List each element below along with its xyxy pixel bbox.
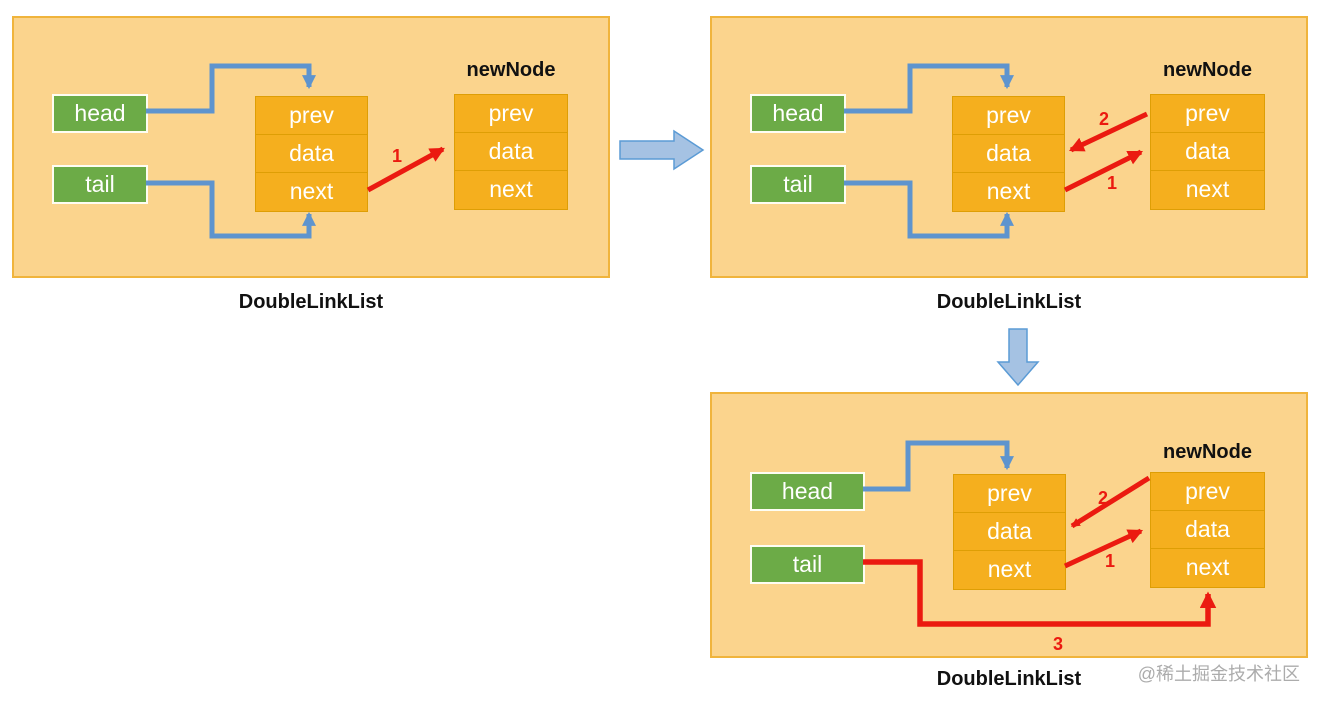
- new-node: prev data next: [454, 94, 568, 210]
- head-label: head: [74, 100, 126, 126]
- panel1-caption: DoubleLinkList: [238, 291, 384, 313]
- list-node: prev data next: [952, 96, 1065, 212]
- head-label: head: [781, 478, 834, 504]
- node-cell-prev: prev: [256, 97, 367, 135]
- head-pointer-box: head: [750, 94, 846, 133]
- head-pointer-box: head: [750, 472, 865, 511]
- new-node-cell-prev: prev: [455, 95, 567, 133]
- new-node-cell-prev: prev: [1151, 95, 1264, 133]
- new-node-cell-prev: prev: [1151, 473, 1264, 511]
- new-node-cell-next: next: [489, 176, 533, 202]
- panel-step3: head tail prev data next newNode prev da…: [710, 392, 1308, 658]
- new-node-title: newNode: [1163, 441, 1252, 463]
- node-cell-data: data: [953, 135, 1064, 173]
- tail-label: tail: [783, 171, 813, 197]
- panel-step1: head tail prev data next newNode prev da…: [12, 16, 610, 278]
- new-node-cell-next: next: [1185, 176, 1230, 202]
- watermark: @稀土掘金技术社区: [1137, 664, 1300, 684]
- new-node-cell-data: data: [1151, 133, 1264, 171]
- head-label: head: [772, 100, 824, 126]
- new-node: prev data next: [1150, 472, 1265, 588]
- new-node-cell-data: data: [1151, 511, 1264, 549]
- tail-label: tail: [792, 551, 823, 577]
- node-cell-prev: prev: [954, 475, 1065, 513]
- node-cell-next: next: [987, 556, 1032, 582]
- transition-arrow-right-icon: [619, 129, 705, 171]
- panel3-caption: DoubleLinkList: [936, 668, 1082, 690]
- node-cell-next: next: [289, 178, 334, 204]
- head-pointer-box: head: [52, 94, 148, 133]
- new-node-title: newNode: [1163, 59, 1252, 81]
- panel2-caption: DoubleLinkList: [936, 291, 1082, 313]
- tail-pointer-box: tail: [750, 545, 865, 584]
- transition-arrow-down-icon: [996, 328, 1040, 387]
- node-cell-data: data: [256, 135, 367, 173]
- list-node: prev data next: [953, 474, 1066, 590]
- tail-pointer-box: tail: [750, 165, 846, 204]
- node-cell-next: next: [986, 178, 1031, 204]
- list-node: prev data next: [255, 96, 368, 212]
- panel-step2: head tail prev data next newNode prev da…: [710, 16, 1308, 278]
- new-node-cell-data: data: [455, 133, 567, 171]
- new-node-cell-next: next: [1185, 554, 1230, 580]
- tail-label: tail: [85, 171, 115, 197]
- new-node-title: newNode: [466, 59, 556, 81]
- new-node: prev data next: [1150, 94, 1265, 210]
- node-cell-data: data: [954, 513, 1065, 551]
- node-cell-prev: prev: [953, 97, 1064, 135]
- tail-pointer-box: tail: [52, 165, 148, 204]
